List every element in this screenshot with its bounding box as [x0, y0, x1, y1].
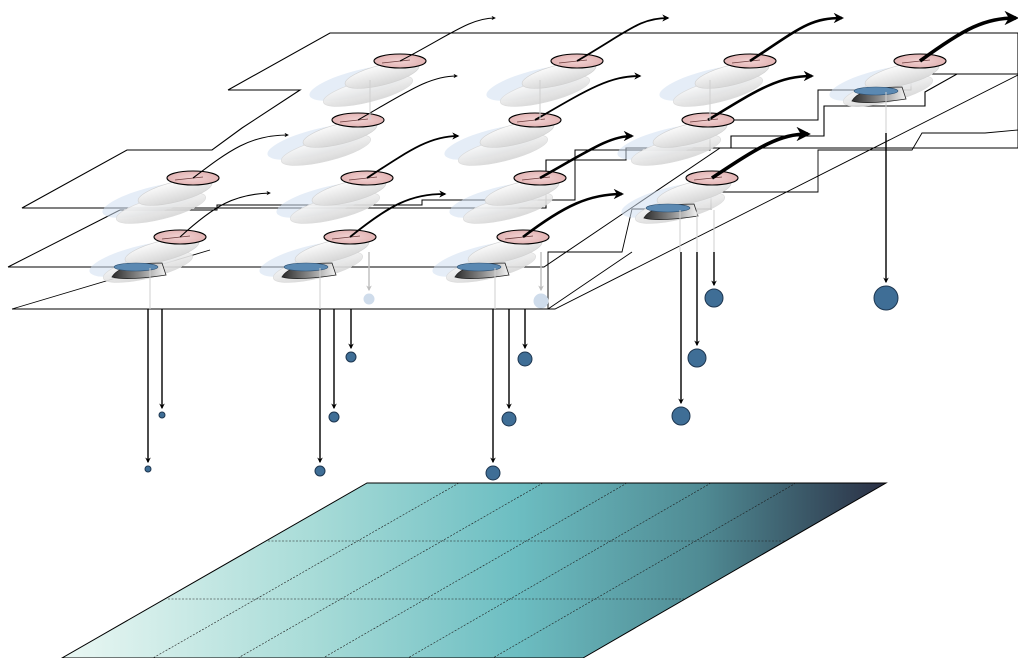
eddy-icon [89, 229, 207, 283]
flow-arrow-icon [711, 126, 811, 180]
plane-middle [8, 73, 1018, 268]
eddy-icon [617, 112, 735, 166]
eddy-icon [259, 229, 377, 283]
flow-arrow-icon [349, 190, 447, 238]
eddy-icon [102, 170, 220, 224]
flow-arrow-icon [749, 12, 845, 63]
base-gradient-plane [60, 482, 888, 658]
base-grid-lines [152, 482, 797, 658]
grid-content [89, 10, 1018, 481]
droplet-icon [671, 252, 691, 426]
droplet-icon [144, 309, 152, 473]
eddy-icon [659, 53, 777, 107]
eddy-icon [621, 170, 739, 224]
eddy-icon [486, 53, 604, 107]
droplet-icon [704, 252, 724, 308]
droplet-icon [687, 252, 707, 368]
flow-arrow-icon [539, 130, 635, 180]
droplet-icon [363, 252, 375, 305]
flow-arrow-icon [192, 132, 289, 179]
flow-arrow-icon [918, 10, 1018, 63]
flow-arrow-icon [707, 70, 815, 122]
flow-arrow-icon [357, 73, 458, 121]
droplet-icon [314, 309, 326, 477]
flow-arrow-icon [522, 188, 625, 239]
droplet-icon [485, 309, 501, 481]
flow-arrow-icon [179, 190, 271, 238]
plane-bottom [12, 74, 1018, 310]
droplet-icon [517, 309, 533, 367]
droplet-icon [501, 309, 517, 427]
eddy-icon [432, 229, 550, 283]
droplet-icon [873, 133, 899, 311]
eddy-icon [309, 53, 427, 107]
eddy-icon [444, 112, 562, 166]
droplet-icon [345, 309, 357, 363]
flow-arrow-icon [366, 132, 460, 179]
flow-arrow-icon [399, 15, 496, 62]
droplet-icon [533, 252, 549, 309]
eddy-icon [449, 170, 567, 224]
eddy-icon [267, 112, 385, 166]
droplet-icon [328, 309, 340, 423]
flow-arrow-icon [576, 14, 670, 62]
flow-arrow-icon [534, 72, 642, 121]
eddy-icon [276, 170, 394, 224]
droplet-icon [158, 309, 166, 419]
